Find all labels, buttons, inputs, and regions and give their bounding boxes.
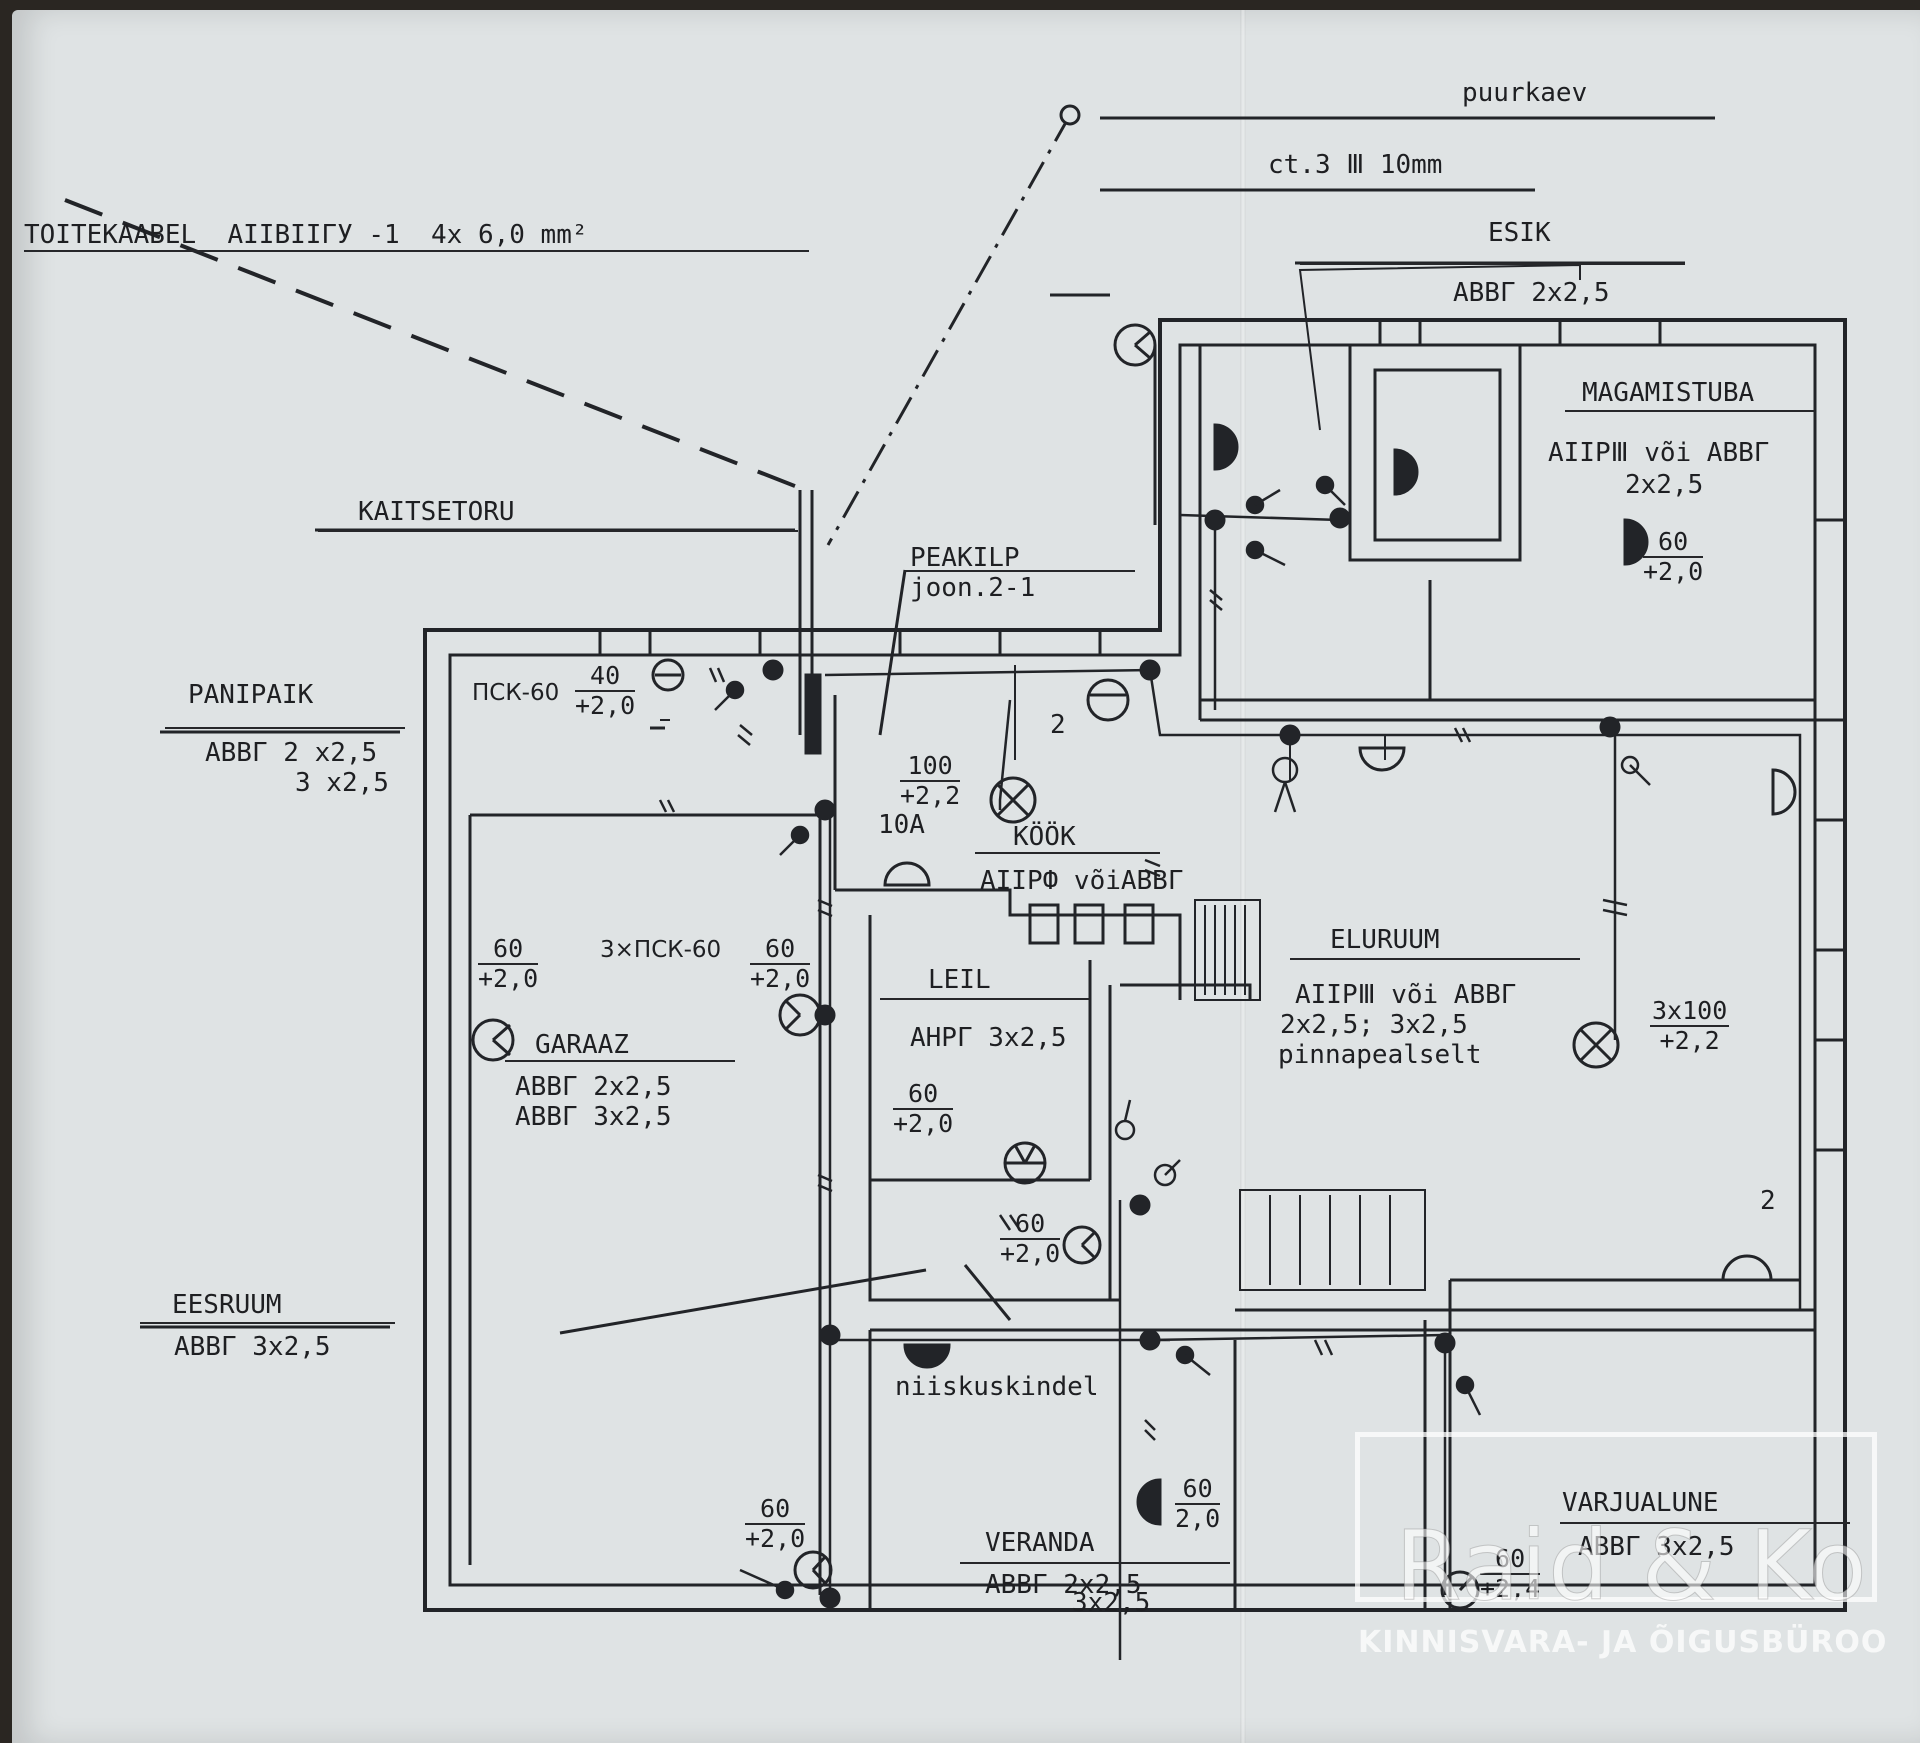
label-garaaz: GARAAZ (535, 1030, 629, 1060)
stair-hatch (1194, 899, 1261, 1001)
label-kaitsetoru: KAITSETORU (358, 497, 515, 527)
underline-veranda (960, 1562, 1230, 1564)
switch-symbols (714, 475, 1651, 1600)
feeder-cable-line (64, 198, 806, 492)
watermark-logo-name: Raid & Ko (1395, 1510, 1868, 1623)
label-eluruum: ELURUUM (1330, 925, 1440, 955)
label-eesruum: EESRUUM (172, 1290, 282, 1320)
label-peakilp-ref: joon.2-1 (910, 573, 1036, 603)
wall-windows (598, 320, 1845, 1152)
wiring-branch (660, 263, 1581, 780)
outlet-symbols (883, 746, 1797, 1282)
label-panipaik-cable2: 3 x2,5 (295, 768, 389, 798)
underline-kook (975, 852, 1160, 854)
label-leil-cable: AHPГ 3x2,5 (910, 1023, 1067, 1053)
label-panipaik: PANIPAIK (188, 680, 314, 710)
label-eluruum-cable2: 2x2,5; 3x2,5 (1280, 1010, 1468, 1040)
label-garaaz-cable1: ABBГ 2x2,5 (515, 1072, 672, 1102)
underline-leil (880, 998, 1090, 1000)
underline-eesruum (140, 1322, 395, 1324)
label-psk-panipaik: ПСК-60 (472, 680, 560, 706)
underline-varjualune (1560, 1522, 1850, 1524)
wall-esik-closet (1348, 343, 1522, 562)
label-eluruum-cable1: AIIPⅢ või ABBГ (1295, 980, 1517, 1010)
stove-box-1 (1028, 903, 1060, 945)
wiring-main (824, 513, 1802, 1660)
label-puurkaev: puurkaev (1462, 78, 1588, 108)
label-amp-10a: 10A (878, 810, 925, 840)
underline-peakilp (905, 570, 1135, 572)
stove-box-3 (1123, 903, 1155, 945)
fixture-eesruum: 60+2,0 (745, 1494, 806, 1553)
watermark-tagline: KINNISVARA- JA ÕIGUSBÜROO (1358, 1625, 1888, 1660)
label-magamistuba: MAGAMISTUBA (1582, 378, 1755, 408)
main-panel-symbol (804, 673, 822, 755)
label-varjualune: VARJUALUNE (1562, 1488, 1719, 1518)
underline-esik (1300, 263, 1685, 265)
label-esik-cable: ABBГ 2x2,5 (1453, 278, 1610, 308)
label-outlet-count-kook: 2 (1050, 710, 1066, 740)
well-symbol (1059, 104, 1081, 126)
lamp-symbols (989, 776, 1620, 1069)
fixture-panipaik: 40+2,0 (575, 661, 636, 720)
fixture-kook: 100+2,2 (900, 751, 961, 810)
well-cable-line (826, 114, 1072, 546)
wall-eesruum (868, 1328, 1237, 1610)
label-toitekaabel: TOITEKAABEL AIIBIIГУ -1 4x 6,0 mm² (24, 220, 588, 250)
label-panipaik-cable1: ABBГ 2 x2,5 (205, 738, 378, 768)
underline-panipaik (165, 727, 405, 729)
outer-wall-inner (448, 343, 1817, 1587)
radiator (1239, 1189, 1426, 1291)
wall-leil (868, 915, 1252, 1302)
wall-light-symbols (903, 423, 1649, 1526)
wall-garaaz (468, 813, 822, 1595)
fixture-leil-lower: 60+2,0 (1000, 1209, 1061, 1268)
cable-ticks (658, 589, 1628, 1441)
label-outlet-count: 2 (1760, 1186, 1776, 1216)
label-niiskuskindel: niiskuskindel (895, 1372, 1099, 1402)
label-veranda-cable2: 3x2,5 (1072, 1588, 1151, 1618)
wall-eluruum-south (1235, 1308, 1815, 1332)
label-psk-garaaz: 3×ПСК-60 (600, 937, 722, 963)
label-eluruum-cable3: pinnapealselt (1278, 1040, 1482, 1070)
label-garaaz-cable2: ABBГ 3x2,5 (515, 1102, 672, 1132)
underline-toitekaabel (24, 250, 809, 252)
fixture-magamistuba: 60+2,0 (1643, 527, 1704, 586)
watermark-logo-frame (1355, 1432, 1877, 1602)
label-esik: ESIK (1488, 218, 1551, 248)
blueprint-sheet (12, 10, 1920, 1743)
label-varjualune-cable: ABBГ 3x2,5 (1578, 1532, 1735, 1562)
label-peakilp: PEAKILP (910, 543, 1020, 573)
fixture-garaaz-right: 60+2,0 (750, 934, 811, 993)
wall-kook (833, 695, 1182, 1000)
label-ct: ct.3 Ⅲ 10mm (1268, 150, 1443, 180)
underline-garaaz (505, 1060, 735, 1062)
label-kook: KÖÖK (1013, 822, 1076, 852)
fixture-leil: 60+2,0 (893, 1079, 954, 1138)
label-leil: LEIL (928, 965, 991, 995)
underline-kaitsetoru (318, 530, 798, 532)
underline-eluruum (1290, 958, 1580, 960)
label-eesruum-cable: ABBГ 3x2,5 (174, 1332, 331, 1362)
outer-wall (423, 318, 1847, 1612)
label-veranda-cable1: ABBГ 2x2,5 (985, 1570, 1142, 1600)
wall-magamistuba (1198, 345, 1815, 722)
label-kook-cable: AIIPФ võiABBГ (980, 866, 1184, 896)
underline-magamistuba (1565, 410, 1815, 412)
label-magamistuba-cable1: AIIPⅢ või ABBГ (1548, 438, 1770, 468)
fixture-eluruum: 3x100+2,2 (1650, 996, 1730, 1055)
fan-symbols (471, 323, 1480, 1610)
stove-box-2 (1073, 903, 1105, 945)
label-veranda: VERANDA (985, 1528, 1095, 1558)
paper-fold (1240, 10, 1246, 1743)
label-magamistuba-cable2: 2x2,5 (1625, 470, 1704, 500)
fixture-garaaz-left: 60+2,0 (478, 934, 539, 993)
